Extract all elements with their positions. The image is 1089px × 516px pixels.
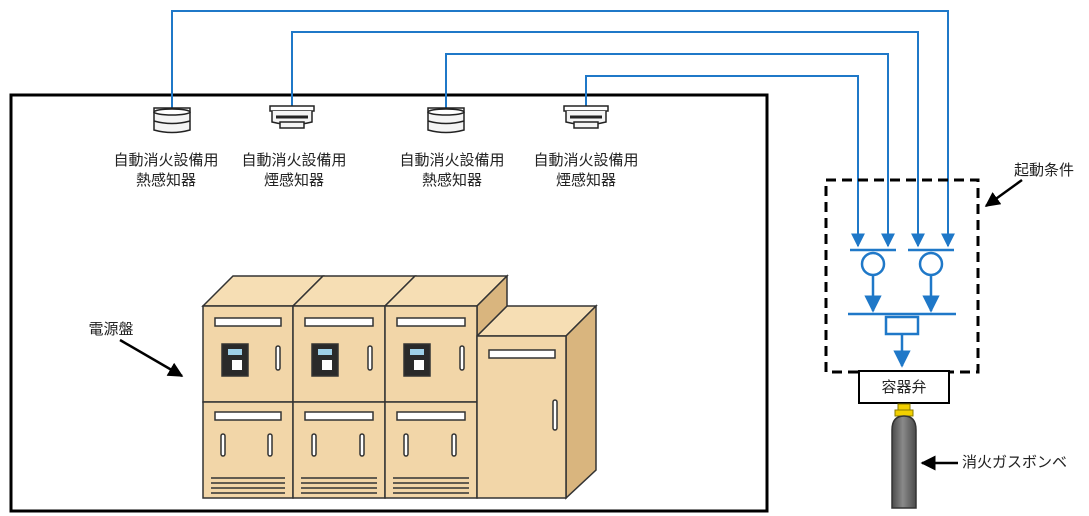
power-panel	[201, 274, 598, 500]
detector-1-line1: 自動消火設備用	[113, 151, 219, 169]
wire-3	[445, 53, 895, 248]
detector-label-3: 自動消火設備用 熱感知器	[387, 150, 517, 190]
detector-label-2: 自動消火設備用 煙感知器	[229, 150, 359, 190]
detector-2-line1: 自動消火設備用	[241, 151, 347, 169]
gas-cylinder-icon	[891, 403, 917, 509]
wire-4	[585, 75, 865, 248]
protected-room	[9, 93, 769, 513]
relay-logic	[848, 248, 956, 368]
heat-detector-icon	[427, 107, 465, 134]
smoke-detector-icon	[563, 105, 609, 129]
start-condition-pointer	[984, 178, 1023, 208]
power-panel-label: 電源盤	[88, 320, 134, 338]
container-valve-box	[858, 370, 950, 404]
power-panel-pointer	[119, 338, 184, 378]
detector-wiring	[171, 10, 955, 248]
start-condition-label: 起動条件	[1013, 161, 1074, 179]
gas-cylinder-label: 消火ガスボンベ	[962, 453, 1068, 471]
detector-label-1: 自動消火設備用 熱感知器	[101, 150, 231, 190]
wire-2	[291, 31, 925, 248]
smoke-detector-icon	[269, 105, 315, 129]
detector-4-line1: 自動消火設備用	[533, 151, 639, 169]
detector-4-line2: 煙感知器	[555, 171, 616, 189]
detector-1-line2: 熱感知器	[135, 171, 196, 189]
detector-2-line2: 煙感知器	[263, 171, 324, 189]
detector-label-4: 自動消火設備用 煙感知器	[521, 150, 651, 190]
detector-3-line1: 自動消火設備用	[399, 151, 505, 169]
wire-1	[171, 10, 955, 248]
detector-3-line2: 熱感知器	[421, 171, 482, 189]
heat-detector-icon	[153, 107, 191, 134]
valve-label: 容器弁	[881, 378, 927, 396]
